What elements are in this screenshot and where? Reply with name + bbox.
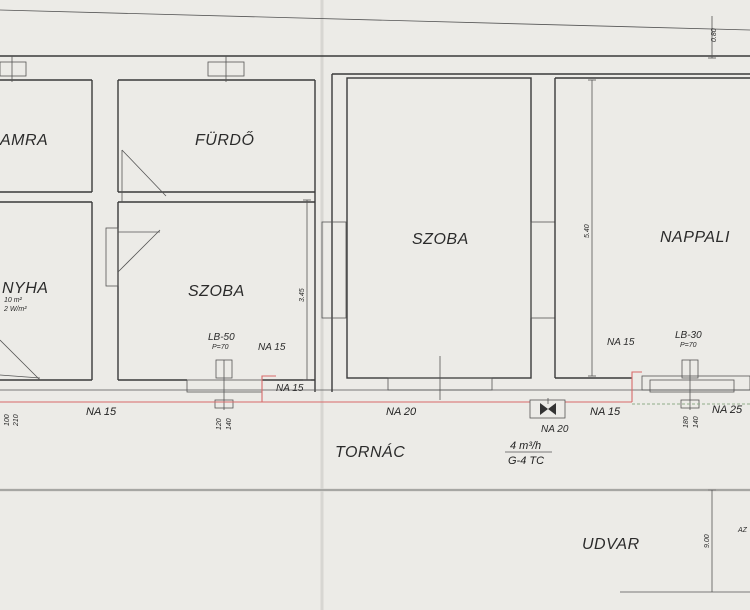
room-szoba-left-label: SZOBA bbox=[188, 283, 245, 300]
pipe-na20-meter: NA 20 bbox=[541, 424, 569, 435]
room-konyha-label: NYHA bbox=[2, 280, 48, 297]
area-udvar-label: UDVAR bbox=[582, 536, 640, 553]
meter-flow: 4 m³/h bbox=[510, 440, 541, 452]
dimension-szoba bbox=[303, 199, 311, 381]
dim-left-b: 210 bbox=[13, 414, 20, 427]
room-kamra-label: AMRA bbox=[0, 132, 48, 149]
room-szoba-center-label: SZOBA bbox=[412, 231, 469, 248]
pipe-na15-right: NA 15 bbox=[590, 406, 621, 418]
radiator-lb30-power: P=70 bbox=[680, 342, 697, 349]
gas-pipe bbox=[0, 371, 750, 405]
pipe-na25-right: NA 25 bbox=[712, 404, 743, 416]
dim-lb30-a: 180 bbox=[683, 416, 690, 428]
dim-udvar: 9.00 bbox=[704, 534, 711, 548]
window-top-center bbox=[207, 56, 245, 82]
radiator-lb30-name: LB-30 bbox=[675, 330, 702, 341]
radiator-lb50-name: LB-50 bbox=[208, 332, 235, 343]
edge-text: AZ bbox=[737, 527, 748, 534]
dim-nappali: 5.40 bbox=[584, 224, 591, 238]
wall-left-block bbox=[0, 80, 750, 392]
pipe-na15-lb50-top: NA 15 bbox=[258, 342, 286, 353]
window-center-bottom bbox=[387, 356, 493, 400]
area-tornac-label: TORNÁC bbox=[335, 442, 405, 461]
door-konyha bbox=[0, 339, 41, 381]
door-szoba-left bbox=[105, 227, 161, 287]
room-furdo-label: FÜRDŐ bbox=[195, 130, 254, 149]
pipe-na15-lb50-right: NA 15 bbox=[276, 383, 304, 394]
window-top-left bbox=[0, 56, 27, 82]
wall-nappali bbox=[554, 77, 750, 391]
dimension-top-right bbox=[708, 16, 716, 59]
pipe-na15-lb30: NA 15 bbox=[607, 337, 635, 348]
dim-lb50-b: 140 bbox=[226, 418, 233, 430]
dim-lb50-a: 120 bbox=[216, 418, 223, 430]
dim-top-right: 0.80 bbox=[711, 28, 718, 42]
dim-left-a: 100 bbox=[4, 414, 11, 426]
konyha-power-note: 2 W/m² bbox=[3, 306, 27, 313]
dimension-nappali bbox=[588, 79, 596, 377]
gas-meter bbox=[505, 398, 566, 453]
exterior-wall bbox=[0, 9, 750, 81]
door-furdo bbox=[121, 149, 167, 202]
konyha-area-note: 10 m² bbox=[4, 297, 23, 304]
radiator-lb50-power: P=70 bbox=[212, 344, 229, 351]
room-nappali-label: NAPPALI bbox=[660, 229, 730, 246]
pipe-na20-center: NA 20 bbox=[386, 406, 417, 418]
pipe-na15-left: NA 15 bbox=[86, 406, 117, 418]
dim-szoba: 3.45 bbox=[299, 288, 306, 302]
meter-type: G-4 TC bbox=[508, 455, 544, 467]
dim-lb30-b: 140 bbox=[693, 416, 700, 428]
radiator-lb30 bbox=[649, 359, 735, 410]
